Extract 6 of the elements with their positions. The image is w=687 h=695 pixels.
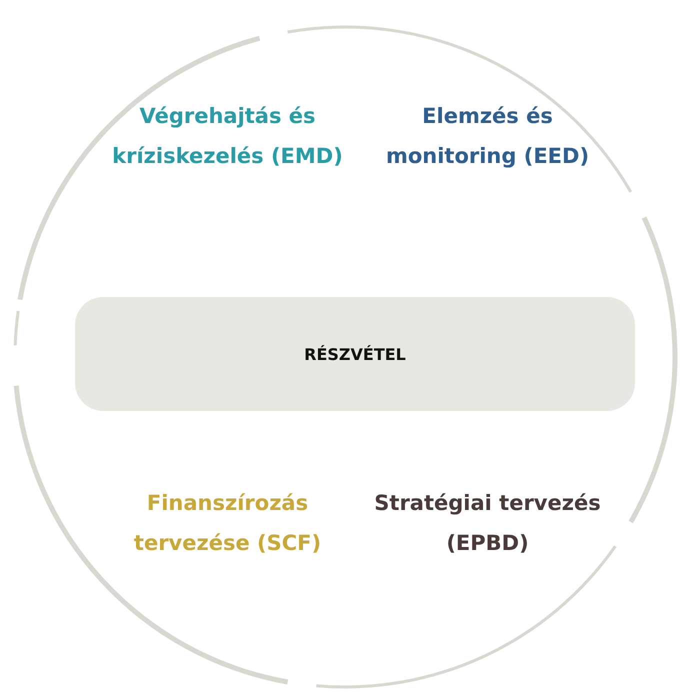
section-label: Végrehajtás és kríziskezelés (EMD) bbox=[111, 103, 344, 170]
section-label: Elemzés és monitoring (EED) bbox=[384, 103, 590, 170]
panel-title: RÉSZVÉTEL bbox=[304, 344, 406, 364]
section-label: Finanszírozás tervezése (SCF) bbox=[132, 490, 322, 557]
section-label: Stratégiai tervezés (EPBD) bbox=[373, 490, 602, 557]
rounded-panel bbox=[75, 297, 635, 411]
